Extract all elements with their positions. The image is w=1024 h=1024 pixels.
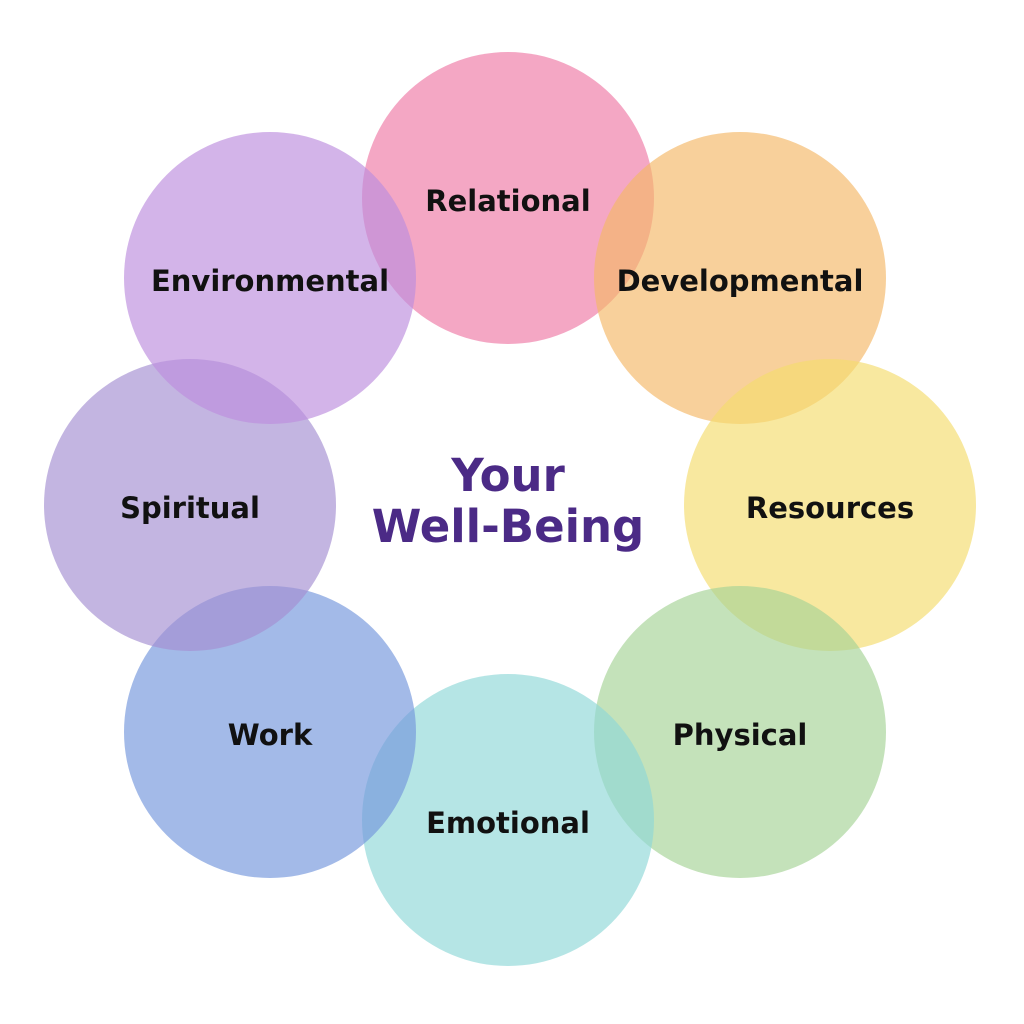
label-resources: Resources — [746, 491, 914, 525]
circle-resources — [684, 359, 976, 651]
center-title-line1: Your — [450, 449, 565, 502]
label-environmental: Environmental — [151, 264, 389, 298]
label-physical: Physical — [673, 718, 808, 752]
dimension-circles — [44, 52, 976, 966]
circle-spiritual — [44, 359, 336, 651]
label-work: Work — [228, 718, 313, 752]
label-spiritual: Spiritual — [120, 491, 260, 525]
dimension-labels: RelationalDevelopmentalResourcesPhysical… — [120, 184, 914, 840]
circle-relational — [362, 52, 654, 344]
circle-developmental — [594, 132, 886, 424]
label-relational: Relational — [425, 184, 590, 218]
label-developmental: Developmental — [617, 264, 864, 298]
label-emotional: Emotional — [426, 806, 590, 840]
circle-physical — [594, 586, 886, 878]
center-title: Your Well-Being — [372, 449, 645, 553]
circle-emotional — [362, 674, 654, 966]
center-title-line2: Well-Being — [372, 500, 645, 553]
circle-work — [124, 586, 416, 878]
circle-environmental — [124, 132, 416, 424]
